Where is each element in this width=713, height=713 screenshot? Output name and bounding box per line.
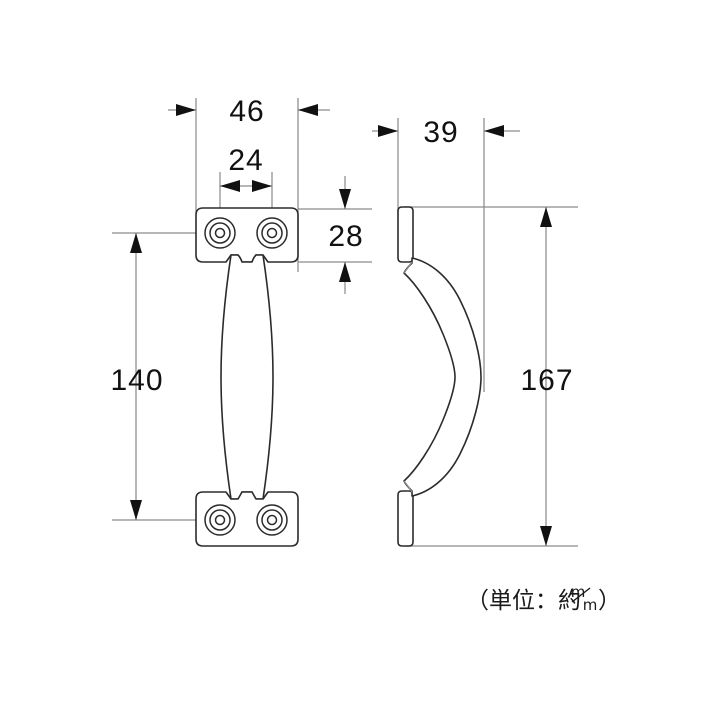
side-top-flange bbox=[397, 206, 414, 263]
arrow-39-left bbox=[378, 125, 398, 137]
arrow-46-right bbox=[298, 104, 318, 116]
unit-note: （単位：約 m m ） bbox=[466, 583, 621, 614]
unit-denominator-m: m bbox=[583, 596, 598, 614]
dim-label-167: 167 bbox=[520, 364, 573, 397]
unit-note-suffix: ） bbox=[598, 588, 621, 614]
screw-hole-top-right-inner bbox=[266, 227, 278, 239]
side-view bbox=[397, 206, 482, 547]
front-shaft-body bbox=[220, 254, 274, 500]
arrow-140-bottom bbox=[130, 500, 142, 520]
unit-note-prefix: （単位：約 bbox=[466, 588, 581, 614]
dim-label-24: 24 bbox=[228, 144, 263, 177]
screw-hole-bottom-right-inner bbox=[266, 514, 278, 526]
side-bottom-flange bbox=[397, 490, 414, 547]
front-view bbox=[195, 207, 299, 547]
side-top-taper-detail bbox=[403, 261, 413, 274]
arrow-24-left bbox=[220, 180, 240, 192]
unit-numerator-m: m bbox=[571, 583, 586, 601]
arrow-28-bottom bbox=[339, 262, 351, 282]
screw-hole-bottom-left-inner bbox=[214, 514, 226, 526]
arrow-167-top bbox=[540, 207, 552, 227]
side-bottom-taper-detail bbox=[403, 480, 413, 493]
arrow-24-right bbox=[252, 180, 272, 192]
dim-label-28: 28 bbox=[328, 220, 363, 253]
arrow-39-right bbox=[484, 125, 504, 137]
arrow-167-bottom bbox=[540, 526, 552, 546]
arrow-28-top bbox=[339, 189, 351, 209]
screw-hole-top-left-inner bbox=[214, 227, 226, 239]
arrow-140-top bbox=[130, 233, 142, 253]
arrow-46-left bbox=[176, 104, 196, 116]
dim-label-140: 140 bbox=[110, 364, 163, 397]
dim-label-39: 39 bbox=[423, 116, 458, 149]
unit-fraction-slash bbox=[571, 587, 591, 603]
dim-label-46: 46 bbox=[229, 95, 264, 128]
dimension-network bbox=[112, 98, 578, 547]
